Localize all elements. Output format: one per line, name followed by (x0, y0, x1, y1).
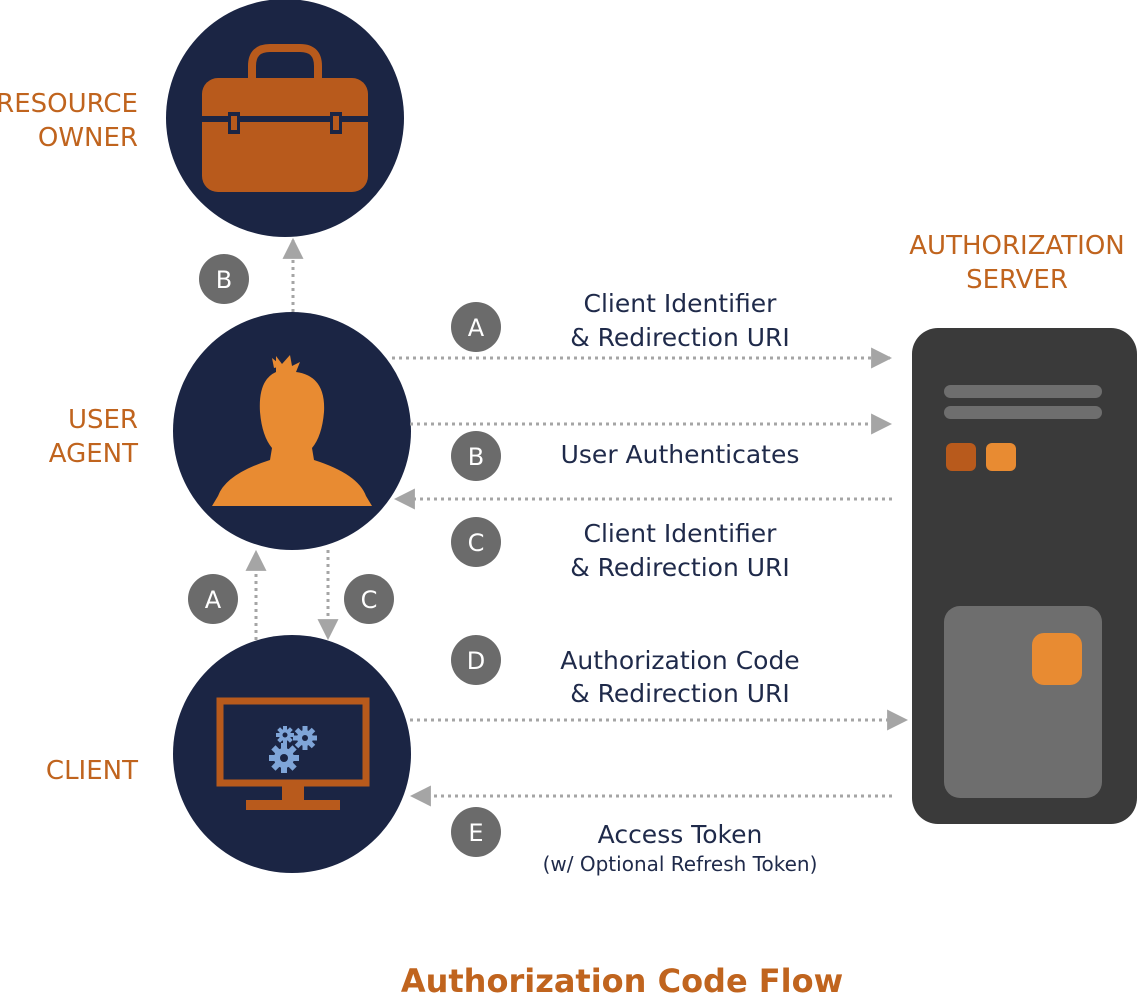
client-node (173, 635, 411, 873)
svg-text:C: C (468, 529, 485, 557)
side-badge-a: A (188, 574, 238, 624)
svg-text:A: A (468, 314, 485, 342)
authorization-server-label-line2: SERVER (966, 265, 1068, 295)
step-badge-b: B (451, 431, 501, 481)
person-icon (212, 355, 372, 506)
server-icon (912, 328, 1137, 824)
diagram-title: Authorization Code Flow (401, 962, 843, 996)
side-badge-c: C (344, 574, 394, 624)
resource-owner-label: RESOURCE OWNER (0, 89, 138, 153)
gear-large-icon (269, 743, 299, 773)
authorization-server-label: AUTHORIZATION SERVER (909, 231, 1125, 295)
client-label: CLIENT (46, 756, 138, 786)
server-bar-1 (944, 385, 1102, 398)
step-b-line1: User Authenticates (561, 440, 800, 469)
step-c-line1: Client Identifier (584, 519, 778, 548)
step-a-line2: & Redirection URI (570, 323, 790, 352)
monitor-gears-icon (216, 697, 370, 810)
authorization-server-label-line1: AUTHORIZATION (909, 231, 1125, 261)
step-labels: Client Identifier & Redirection URI User… (543, 289, 818, 876)
svg-text:C: C (361, 586, 378, 614)
svg-text:A: A (205, 586, 222, 614)
server-led-light (986, 443, 1016, 471)
server-bar-2 (944, 406, 1102, 419)
user-agent-node (173, 312, 411, 550)
step-c-line2: & Redirection URI (570, 553, 790, 582)
server-led-dark (946, 443, 976, 471)
gear-small-icon (276, 726, 294, 744)
svg-text:B: B (468, 443, 484, 471)
gear-medium-icon (293, 726, 317, 750)
resource-owner-label-line2: OWNER (38, 123, 138, 153)
side-badge-b: B (199, 254, 249, 304)
user-agent-label: USER AGENT (49, 405, 138, 469)
step-badge-a: A (451, 302, 501, 352)
user-agent-label-line2: AGENT (49, 439, 138, 469)
step-d-line1: Authorization Code (560, 646, 799, 675)
step-a-line1: Client Identifier (584, 289, 778, 318)
step-badge-c: C (451, 517, 501, 567)
user-agent-label-line1: USER (68, 405, 138, 435)
briefcase-icon (202, 44, 368, 192)
svg-text:E: E (468, 819, 483, 847)
step-e-line1: Access Token (598, 820, 763, 849)
step-d-line2: & Redirection URI (570, 679, 790, 708)
resource-owner-label-line1: RESOURCE (0, 89, 138, 119)
server-panel-button (1032, 633, 1082, 685)
step-badge-d: D (451, 635, 501, 685)
step-badge-e: E (451, 807, 501, 857)
svg-text:D: D (467, 647, 485, 675)
svg-text:B: B (216, 266, 232, 294)
client-label-line1: CLIENT (46, 756, 138, 786)
server-panel (944, 606, 1102, 798)
resource-owner-node (166, 0, 404, 237)
flow-arrows (245, 237, 909, 807)
step-e-line2: (w/ Optional Refresh Token) (543, 852, 818, 876)
